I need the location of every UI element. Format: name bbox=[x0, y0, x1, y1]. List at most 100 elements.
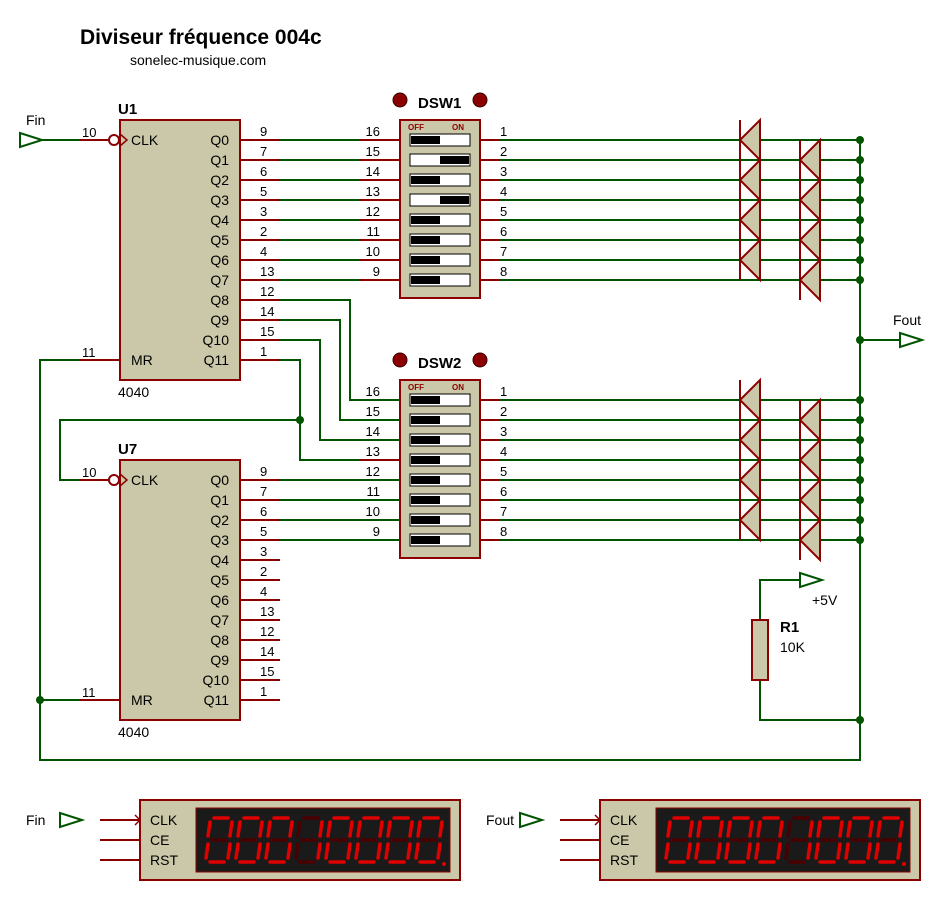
counter-ce-label: CE bbox=[150, 832, 169, 848]
diode bbox=[798, 517, 821, 563]
digit-segment bbox=[836, 842, 842, 860]
output-pin-number: 15 bbox=[260, 324, 274, 339]
switch-lever[interactable] bbox=[411, 416, 440, 424]
switch-right-pin: 2 bbox=[500, 144, 507, 159]
switch-lever[interactable] bbox=[411, 136, 440, 144]
switch-lever[interactable] bbox=[411, 496, 440, 504]
resistor-r1 bbox=[751, 619, 769, 681]
junction-dot bbox=[856, 456, 864, 464]
switch-lever[interactable] bbox=[440, 156, 469, 164]
switch-right-pin: 2 bbox=[500, 404, 507, 419]
switch-lever[interactable] bbox=[411, 436, 440, 444]
digit-segment bbox=[356, 820, 362, 838]
schematic-subtitle: sonelec-musique.com bbox=[130, 52, 266, 68]
switch-right-pin: 6 bbox=[500, 484, 507, 499]
chip-reference: U7 bbox=[118, 441, 137, 458]
junction-dot bbox=[856, 476, 864, 484]
output-pin-number: 7 bbox=[260, 484, 267, 499]
mr-pin-number: 11 bbox=[82, 345, 96, 360]
output-pin-number: 2 bbox=[260, 224, 267, 239]
switch-lever[interactable] bbox=[440, 196, 469, 204]
diode-body bbox=[798, 437, 821, 483]
output-pin-number: 2 bbox=[260, 564, 267, 579]
switch-lever[interactable] bbox=[411, 256, 440, 264]
digit-segment bbox=[814, 842, 820, 860]
digit-segment bbox=[296, 820, 302, 838]
switch-lever[interactable] bbox=[411, 216, 440, 224]
mount-hole-icon bbox=[392, 352, 408, 368]
clk-label: CLK bbox=[131, 472, 159, 488]
output-pin-number: 12 bbox=[260, 284, 274, 299]
switch-lever[interactable] bbox=[411, 536, 440, 544]
digit-segment bbox=[876, 820, 882, 838]
digit-segment bbox=[896, 842, 902, 860]
digit-segment bbox=[786, 820, 792, 838]
digit-segment bbox=[816, 820, 822, 838]
junction-dot bbox=[296, 416, 304, 424]
output-label-q0: Q0 bbox=[210, 132, 229, 148]
switch-lever[interactable] bbox=[411, 176, 440, 184]
switch-lever[interactable] bbox=[411, 456, 440, 464]
decimal-point bbox=[442, 862, 446, 866]
switch-right-pin: 8 bbox=[500, 524, 507, 539]
output-pin-number: 12 bbox=[260, 624, 274, 639]
switch-right-pin: 3 bbox=[500, 424, 507, 439]
digit-segment bbox=[318, 820, 324, 838]
switch-left-pin: 16 bbox=[366, 384, 380, 399]
switch-right-pin: 4 bbox=[500, 444, 507, 459]
switch-lever[interactable] bbox=[411, 396, 440, 404]
chip-body bbox=[119, 119, 241, 381]
switch-right-pin: 7 bbox=[500, 244, 507, 259]
switch-lever[interactable] bbox=[411, 476, 440, 484]
diode-body bbox=[738, 497, 761, 543]
switch-lever[interactable] bbox=[411, 516, 440, 524]
output-label-q9: Q9 bbox=[210, 312, 229, 328]
output-label-q6: Q6 bbox=[210, 592, 229, 608]
clk-label: CLK bbox=[131, 132, 159, 148]
digit-segment bbox=[724, 842, 730, 860]
switch-lever[interactable] bbox=[411, 236, 440, 244]
digit-segment bbox=[294, 842, 300, 860]
digit-segment bbox=[436, 842, 442, 860]
switch-lever[interactable] bbox=[411, 276, 440, 284]
output-label-q6: Q6 bbox=[210, 252, 229, 268]
digit-segment bbox=[416, 820, 422, 838]
digit-segment bbox=[844, 842, 850, 860]
digit-segment bbox=[784, 842, 790, 860]
output-pin-number: 9 bbox=[260, 464, 267, 479]
output-pin-number: 4 bbox=[260, 584, 267, 599]
junction-dot bbox=[856, 236, 864, 244]
fout-terminal-icon bbox=[899, 331, 926, 349]
output-pin-number: 3 bbox=[260, 204, 267, 219]
junction-dot bbox=[856, 716, 864, 724]
junction-dot bbox=[856, 516, 864, 524]
junction-dot bbox=[856, 336, 864, 344]
output-label-q5: Q5 bbox=[210, 232, 229, 248]
clk-edge-symbol bbox=[119, 133, 129, 147]
mr-label: MR bbox=[131, 692, 153, 708]
diode-body bbox=[738, 237, 761, 283]
wire-network bbox=[39, 139, 900, 761]
diode-body bbox=[738, 417, 761, 463]
digit-segment bbox=[694, 842, 700, 860]
output-pin-number: 13 bbox=[260, 264, 274, 279]
chip-body bbox=[119, 459, 241, 721]
diode bbox=[738, 197, 761, 243]
digit-segment bbox=[346, 842, 352, 860]
digit-segment bbox=[384, 842, 390, 860]
digit-segment bbox=[288, 820, 294, 838]
switch-left-pin: 15 bbox=[366, 144, 380, 159]
digit-segment bbox=[748, 820, 754, 838]
output-label-q2: Q2 bbox=[210, 172, 229, 188]
dip-switch-body bbox=[399, 119, 481, 299]
output-label-q3: Q3 bbox=[210, 532, 229, 548]
diode bbox=[798, 177, 821, 223]
counter-input-terminal-icon bbox=[59, 811, 86, 829]
digit-segment bbox=[386, 820, 392, 838]
junction-dot bbox=[36, 696, 44, 704]
schematic-title: Diviseur fréquence 004c bbox=[80, 26, 322, 49]
counter-display bbox=[655, 807, 911, 873]
output-label-q8: Q8 bbox=[210, 632, 229, 648]
